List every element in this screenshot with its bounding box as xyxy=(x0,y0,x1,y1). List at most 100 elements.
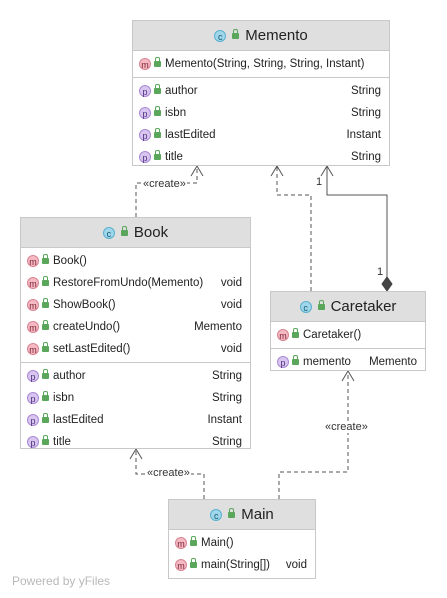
member-name: memento xyxy=(303,356,351,368)
class-icon: c xyxy=(102,226,115,239)
member-name: Book() xyxy=(53,255,87,267)
arrowhead-caretaker-memento-dependency xyxy=(270,165,284,177)
member-name: setLastEdited() xyxy=(53,343,131,355)
edge-main-creates-caretaker xyxy=(278,371,349,499)
edge-label-main-book: «create» xyxy=(146,467,191,479)
public-visibility-icon xyxy=(42,413,49,423)
class-icon: c xyxy=(214,29,227,42)
member-type: String xyxy=(211,392,242,404)
public-visibility-icon xyxy=(42,342,49,352)
class-caretaker[interactable]: c Caretaker m Caretaker() p memento Meme… xyxy=(270,291,426,371)
edge-caretaker-memento-composition xyxy=(326,166,388,281)
memento-field-author[interactable]: p author String xyxy=(133,80,389,102)
member-name: Memento(String, String, String, Instant) xyxy=(165,58,365,70)
public-visibility-icon xyxy=(154,106,161,116)
public-visibility-icon xyxy=(190,536,197,546)
public-visibility-icon xyxy=(42,391,49,401)
class-main-title: Main xyxy=(241,506,274,523)
member-name: createUndo() xyxy=(53,321,121,333)
member-name: title xyxy=(53,436,71,448)
book-field-lastedited[interactable]: p lastEdited Instant xyxy=(21,409,250,431)
public-visibility-icon xyxy=(42,369,49,379)
caretaker-methods: m Caretaker() xyxy=(271,322,425,349)
book-method-restorefromundo[interactable]: m RestoreFromUndo(Memento) void xyxy=(21,272,250,294)
member-name: ShowBook() xyxy=(53,299,116,311)
member-name: RestoreFromUndo(Memento) xyxy=(53,277,204,289)
class-caretaker-title: Caretaker xyxy=(330,298,397,315)
member-type: String xyxy=(350,151,381,163)
public-visibility-icon xyxy=(232,28,240,39)
class-caretaker-header: c Caretaker xyxy=(271,292,425,322)
public-visibility-icon xyxy=(42,320,49,330)
class-memento-title: Memento xyxy=(245,27,308,44)
composition-diamond xyxy=(381,276,393,292)
public-visibility-icon xyxy=(292,328,299,338)
member-type: Memento xyxy=(369,356,417,368)
field-icon: p xyxy=(139,151,151,163)
field-icon: p xyxy=(277,356,289,368)
class-icon: c xyxy=(299,300,312,313)
member-type: void xyxy=(220,277,242,289)
public-visibility-icon xyxy=(42,254,49,264)
book-field-title[interactable]: p title String xyxy=(21,431,250,453)
book-field-author[interactable]: p author String xyxy=(21,365,250,387)
member-name: lastEdited xyxy=(165,129,216,141)
member-name: author xyxy=(53,370,86,382)
method-icon: m xyxy=(27,343,39,355)
method-icon: m xyxy=(27,321,39,333)
main-method-main[interactable]: m main(String[]) void xyxy=(169,554,315,576)
method-icon: m xyxy=(175,537,187,549)
class-book-title: Book xyxy=(133,224,169,241)
memento-field-title[interactable]: p title String xyxy=(133,146,389,168)
arrowhead-composition xyxy=(320,165,334,177)
member-type: String xyxy=(211,436,242,448)
method-icon: m xyxy=(175,559,187,571)
member-name: Caretaker() xyxy=(303,329,362,341)
class-memento[interactable]: c Memento m Memento(String, String, Stri… xyxy=(132,20,390,166)
edge-label-book-memento: «create» xyxy=(142,178,187,190)
class-book[interactable]: c Book m Book() m RestoreFromUndo(Mement… xyxy=(20,217,251,449)
memento-field-lastedited[interactable]: p lastEdited Instant xyxy=(133,124,389,146)
runnable-class-icon: c xyxy=(210,508,223,521)
field-icon: p xyxy=(139,107,151,119)
public-visibility-icon xyxy=(154,84,161,94)
multiplicity-memento-end: 1 xyxy=(316,176,323,188)
public-visibility-icon xyxy=(190,558,197,568)
memento-constructor[interactable]: m Memento(String, String, String, Instan… xyxy=(133,53,389,75)
caretaker-method-constructor[interactable]: m Caretaker() xyxy=(271,324,425,346)
public-visibility-icon xyxy=(42,298,49,308)
book-field-isbn[interactable]: p isbn String xyxy=(21,387,250,409)
caretaker-fields: p memento Memento xyxy=(271,349,425,375)
memento-field-isbn[interactable]: p isbn String xyxy=(133,102,389,124)
class-main[interactable]: c Main m Main() m main(String[]) void xyxy=(168,499,316,579)
member-type: void xyxy=(220,299,242,311)
field-icon: p xyxy=(139,129,151,141)
public-visibility-icon xyxy=(154,150,161,160)
field-icon: p xyxy=(27,436,39,448)
book-method-showbook[interactable]: m ShowBook() void xyxy=(21,294,250,316)
class-book-header: c Book xyxy=(21,218,250,248)
field-icon: p xyxy=(27,392,39,404)
method-icon: m xyxy=(27,255,39,267)
arrowhead-book-memento xyxy=(190,165,204,177)
arrowhead-main-book xyxy=(129,448,143,460)
public-visibility-icon xyxy=(292,355,299,365)
method-icon: m xyxy=(277,329,289,341)
public-visibility-icon xyxy=(154,57,161,67)
method-icon: m xyxy=(27,277,39,289)
member-name: isbn xyxy=(53,392,75,404)
caretaker-field-memento[interactable]: p memento Memento xyxy=(271,351,425,373)
book-method-createundo[interactable]: m createUndo() Memento xyxy=(21,316,250,338)
public-visibility-icon xyxy=(120,225,128,236)
member-type: void xyxy=(220,343,242,355)
multiplicity-caretaker-end: 1 xyxy=(377,266,384,278)
public-visibility-icon xyxy=(317,299,325,310)
watermark: Powered by yFiles xyxy=(12,574,111,588)
book-method-constructor[interactable]: m Book() xyxy=(21,250,250,272)
book-method-setlastedited[interactable]: m setLastEdited() void xyxy=(21,338,250,360)
public-visibility-icon xyxy=(42,276,49,286)
member-name: Main() xyxy=(201,537,234,549)
edge-book-creates-memento xyxy=(135,166,198,217)
main-method-constructor[interactable]: m Main() xyxy=(169,532,315,554)
field-icon: p xyxy=(139,85,151,97)
